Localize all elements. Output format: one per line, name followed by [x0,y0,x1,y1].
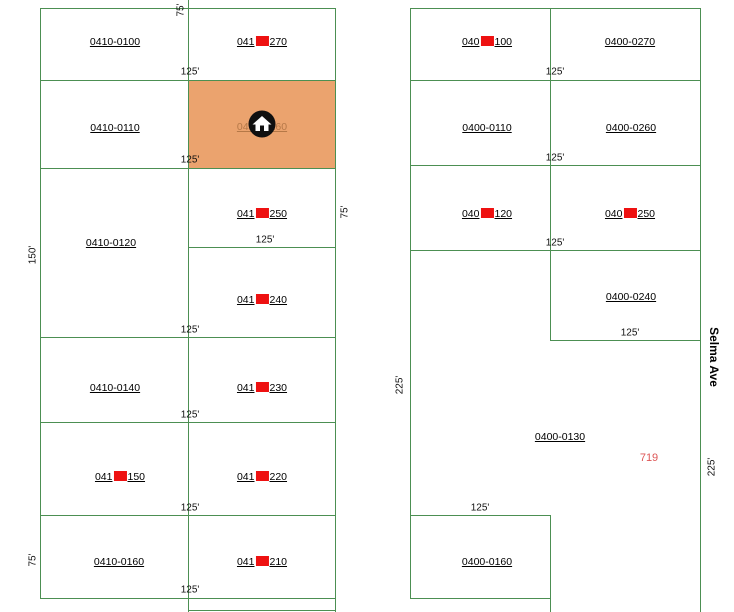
selection-marker-icon [255,36,269,46]
parcel-label-text: 230 [269,382,288,394]
selection-marker-icon [113,471,127,481]
parcel-label-text: 041 [236,471,255,483]
dimension-label: 125' [180,154,200,166]
parcel-label[interactable]: 041 150 [95,471,145,483]
parcel-label[interactable]: 041 220 [237,471,287,483]
dimension-label: 125' [255,234,275,246]
parcel-boundary-line [40,515,335,516]
parcel-label[interactable]: 041 250 [237,208,287,220]
dimension-label: 125' [180,66,200,78]
parcel-label-text: 240 [269,294,288,306]
dimension-label: 125' [180,324,200,336]
parcel-boundary-line [550,340,700,341]
parcel-boundary-line [188,247,335,248]
selection-marker-icon [255,556,269,566]
parcel-boundary-line [410,8,700,9]
dimension-label: 125' [545,152,565,164]
parcel-boundary-line [40,598,335,599]
parcel-label[interactable]: 041 240 [237,294,287,306]
parcel-boundary-line [335,8,336,612]
parcel-label-text: 040 [604,208,623,220]
dimension-label: 75' [339,205,351,219]
parcel-label-text: 270 [269,36,288,48]
parcel-label[interactable]: 0400-0130 [534,431,586,443]
parcel-label[interactable]: 040 120 [462,208,512,220]
parcel-boundary-line [410,515,550,516]
parcel-boundary-line [410,250,700,251]
selection-marker-icon [255,382,269,392]
parcel-label-text: 250 [637,208,656,220]
parcel-label[interactable]: 0400-0270 [604,36,656,48]
parcel-label-text: 210 [269,556,288,568]
selection-marker-icon [623,208,637,218]
parcel-label-text: 250 [269,208,288,220]
address-annotation: 719 [639,452,659,464]
parcel-boundary-line [410,165,700,166]
parcel-label[interactable]: 0400-0110 [462,122,512,134]
parcel-label-text: 041 [236,556,255,568]
parcel-label[interactable]: 041 210 [237,556,287,568]
dimension-label: 125' [180,409,200,421]
parcel-boundary-line [188,610,335,611]
parcel-boundary-line [40,8,335,9]
parcel-label[interactable]: 041 270 [237,36,287,48]
parcel-boundary-line [410,8,411,598]
dimension-label: 75' [27,553,39,567]
parcel-label-text: 040 [461,208,480,220]
parcel-label[interactable]: 0400-0160 [461,556,513,568]
dimension-label: 75' [175,3,187,17]
parcel-label[interactable]: 0400-0240 [605,291,657,303]
dimension-label: 125' [180,502,200,514]
parcel-boundary-line [40,337,335,338]
parcel-label-text: 150 [127,471,146,483]
selection-marker-icon [255,471,269,481]
parcel-boundary-line [410,80,700,81]
parcel-label-text: 040 [461,36,480,48]
dimension-label: 125' [620,327,640,339]
street-label: Selma Ave [707,327,721,387]
parcel-label-text: 041 [236,208,255,220]
parcel-label-text: 041 [236,382,255,394]
parcel-label[interactable]: 041 230 [237,382,287,394]
parcel-label[interactable]: 0410-0140 [89,382,141,394]
dimension-label: 150' [27,245,39,265]
parcel-label-text: 120 [494,208,513,220]
parcel-label-text: 220 [269,471,288,483]
parcel-boundary-line [40,422,335,423]
parcel-label-text: 100 [494,36,513,48]
parcel-label[interactable]: 040 100 [462,36,512,48]
parcel-boundary-line [40,168,335,169]
dimension-label: 125' [470,502,490,514]
parcel-boundary-line [188,0,189,612]
parcel-label-text: 041 [236,294,255,306]
parcel-boundary-line [550,8,551,340]
dimension-label: 225' [706,457,718,477]
selection-marker-icon [480,208,494,218]
parcel-label-text: 041 [94,471,113,483]
parcel-label[interactable]: 040 250 [605,208,655,220]
parcel-label[interactable]: 0410-0100 [89,36,141,48]
home-icon [247,109,277,139]
parcel-label[interactable]: 0410-0120 [85,237,137,249]
dimension-label: 125' [545,66,565,78]
dimension-label: 125' [180,584,200,596]
dimension-label: 125' [545,237,565,249]
parcel-label-text: 041 [236,36,255,48]
parcel-boundary-line [410,598,550,599]
dimension-label: 225' [394,375,406,395]
parcel-label[interactable]: 0400-0260 [605,122,657,134]
parcel-boundary-line [40,8,41,598]
parcel-boundary-line [40,80,335,81]
parcel-boundary-line [700,8,701,612]
selection-marker-icon [255,294,269,304]
selection-marker-icon [480,36,494,46]
parcel-label[interactable]: 0410-0160 [93,556,145,568]
selection-marker-icon [255,208,269,218]
parcel-boundary-line [550,515,551,612]
parcel-label[interactable]: 0410-0110 [90,122,140,134]
